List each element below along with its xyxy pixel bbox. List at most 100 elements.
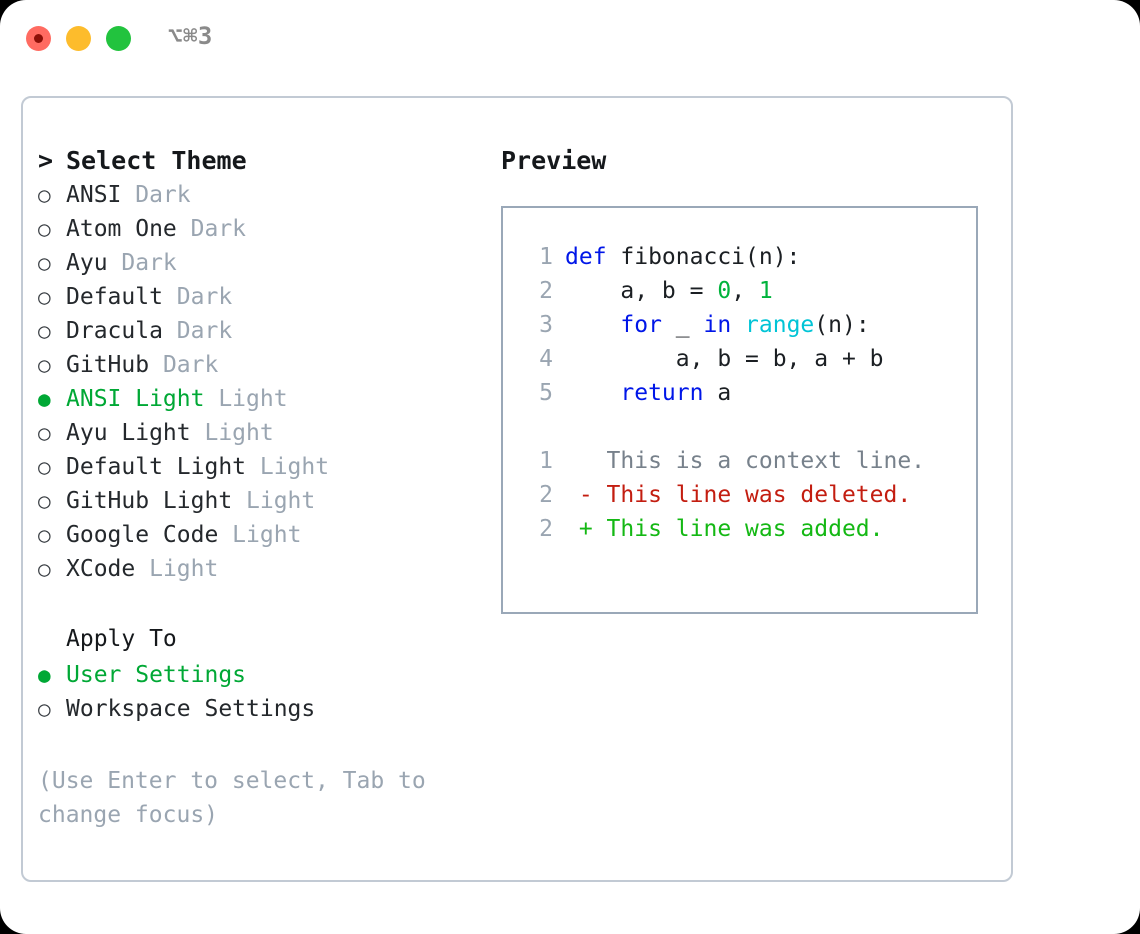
theme-name: Default Light xyxy=(66,454,247,480)
maximize-window-button[interactable] xyxy=(106,26,131,51)
theme-variant: Light xyxy=(246,454,330,480)
code-token-plain: a, b = xyxy=(565,278,718,304)
code-token-num: 1 xyxy=(758,278,773,304)
code-token-plain: , xyxy=(731,278,759,304)
code-text: for _ in range(n): xyxy=(565,312,870,338)
code-token-kw: in xyxy=(703,312,732,338)
theme-list-item[interactable]: ○Ayu Light Light xyxy=(38,420,478,454)
theme-name: ANSI xyxy=(66,182,122,208)
radio-unselected-icon: ○ xyxy=(38,353,51,377)
apply-to-option[interactable]: ● User Settings xyxy=(38,662,478,696)
titlebar: ⌥⌘3 xyxy=(0,0,1140,78)
theme-variant: Light xyxy=(218,522,302,548)
theme-variant: Dark xyxy=(162,284,233,310)
code-line: 2 a, b = 0, 1 xyxy=(519,278,976,312)
code-token-num: 0 xyxy=(717,278,732,304)
theme-name: Ayu xyxy=(66,250,108,276)
minimize-window-button[interactable] xyxy=(66,26,91,51)
radio-unselected-icon: ○ xyxy=(38,217,51,241)
code-token-plain: a, b = b, a + b xyxy=(565,346,884,372)
code-token-plain xyxy=(731,312,745,338)
apply-to-options: ● User Settings ○Workspace Settings xyxy=(38,662,478,730)
theme-list-item[interactable]: ● ANSI Light Light xyxy=(38,386,478,420)
code-token-plain xyxy=(565,380,620,406)
code-text: return a xyxy=(565,380,731,406)
theme-list-item[interactable]: ○ Google Code Light xyxy=(38,522,478,556)
apply-to-option[interactable]: ○Workspace Settings xyxy=(38,696,478,730)
diff-text-add: + This line was added. xyxy=(565,516,884,542)
code-text: def fibonacci(n): xyxy=(565,244,800,270)
theme-name: ANSI Light xyxy=(66,386,205,412)
line-number: 3 xyxy=(539,312,553,338)
theme-list-column: > Select Theme ○ANSI Dark○Atom One Dark○… xyxy=(38,146,478,832)
radio-unselected-icon: ○ xyxy=(38,183,51,207)
caret-icon: > xyxy=(38,146,54,175)
keyboard-hint: (Use Enter to select, Tab to change focu… xyxy=(38,768,426,828)
theme-name: Dracula xyxy=(66,318,163,344)
diff-line: 2 + This line was added. xyxy=(519,516,976,550)
theme-name: Atom One xyxy=(66,216,177,242)
theme-list-item[interactable]: ○ Atom One Dark xyxy=(38,216,478,250)
indent-spacer xyxy=(38,626,66,652)
apply-to-label: Apply To xyxy=(66,626,177,652)
diff-text-context: This is a context line. xyxy=(565,448,926,474)
apply-to-option-label: Workspace Settings xyxy=(66,696,316,722)
line-number: 1 xyxy=(539,448,553,474)
radio-selected-icon: ● xyxy=(38,387,51,411)
theme-picker-panel: > Select Theme ○ANSI Dark○Atom One Dark○… xyxy=(21,96,1013,882)
code-token-plain: _ xyxy=(661,312,704,338)
line-number: 5 xyxy=(539,380,553,406)
diff-line: 2 - This line was deleted. xyxy=(519,482,976,516)
apply-to-section: Apply To ● User Settings ○Workspace Settin… xyxy=(38,626,478,730)
theme-variant: Dark xyxy=(176,216,247,242)
diff-sample: 1 This is a context line.2 - This line w… xyxy=(519,448,976,550)
theme-variant: Light xyxy=(204,386,288,412)
theme-list-item[interactable]: ○Default Dark xyxy=(38,284,478,318)
code-line: 5 return a xyxy=(519,380,976,414)
theme-list-item[interactable]: ○ Dracula Dark xyxy=(38,318,478,352)
theme-variant: Light xyxy=(135,556,219,582)
code-line: 3 for _ in range(n): xyxy=(519,312,976,346)
line-number: 2 xyxy=(539,516,553,542)
keyboard-shortcut-label: ⌥⌘3 xyxy=(168,22,213,50)
theme-list-item[interactable]: ○Ayu Dark xyxy=(38,250,478,284)
radio-unselected-icon: ○ xyxy=(38,251,51,275)
theme-variant: Dark xyxy=(149,352,219,378)
code-token-plain: fibonacci(n): xyxy=(606,244,801,270)
code-line: 1 def fibonacci(n): xyxy=(519,244,976,278)
theme-list-item[interactable]: ○GitHub Dark xyxy=(38,352,478,386)
diff-line: 1 This is a context line. xyxy=(519,448,976,482)
code-token-plain: a xyxy=(703,380,732,406)
radio-unselected-icon: ○ xyxy=(38,319,51,343)
code-token-kw: def xyxy=(565,244,607,270)
theme-list-item[interactable]: ○ ANSI Dark xyxy=(38,182,478,216)
radio-unselected-icon: ○ xyxy=(38,455,51,479)
preview-title: Preview xyxy=(501,146,607,175)
apply-to-option-label: User Settings xyxy=(66,662,247,688)
section-title: > Select Theme xyxy=(38,146,478,182)
line-number: 1 xyxy=(539,244,553,270)
theme-name: GitHub Light xyxy=(66,488,233,514)
theme-variant: Dark xyxy=(121,182,191,208)
line-number: 4 xyxy=(539,346,553,372)
code-text: a, b = b, a + b xyxy=(565,346,884,372)
theme-list-item[interactable]: ○XCode Light xyxy=(38,556,478,590)
preview-spacer xyxy=(519,414,976,448)
diff-text-del: - This line was deleted. xyxy=(565,482,912,508)
theme-variant: Dark xyxy=(162,318,233,344)
theme-name: Google Code xyxy=(66,522,219,548)
code-token-kw: return xyxy=(620,380,704,406)
radio-unselected-icon: ○ xyxy=(38,523,51,547)
radio-selected-icon: ● xyxy=(38,663,51,687)
radio-unselected-icon: ○ xyxy=(38,489,51,513)
theme-list-item[interactable]: ○ GitHub Light Light xyxy=(38,488,478,522)
theme-variant: Light xyxy=(232,488,316,514)
close-window-button[interactable] xyxy=(26,26,51,51)
line-number: 2 xyxy=(539,482,553,508)
theme-list-item[interactable]: ○ Default Light Light xyxy=(38,454,478,488)
line-number: 2 xyxy=(539,278,553,304)
page-title: Select Theme xyxy=(66,146,247,175)
code-token-plain: (n): xyxy=(814,312,870,338)
